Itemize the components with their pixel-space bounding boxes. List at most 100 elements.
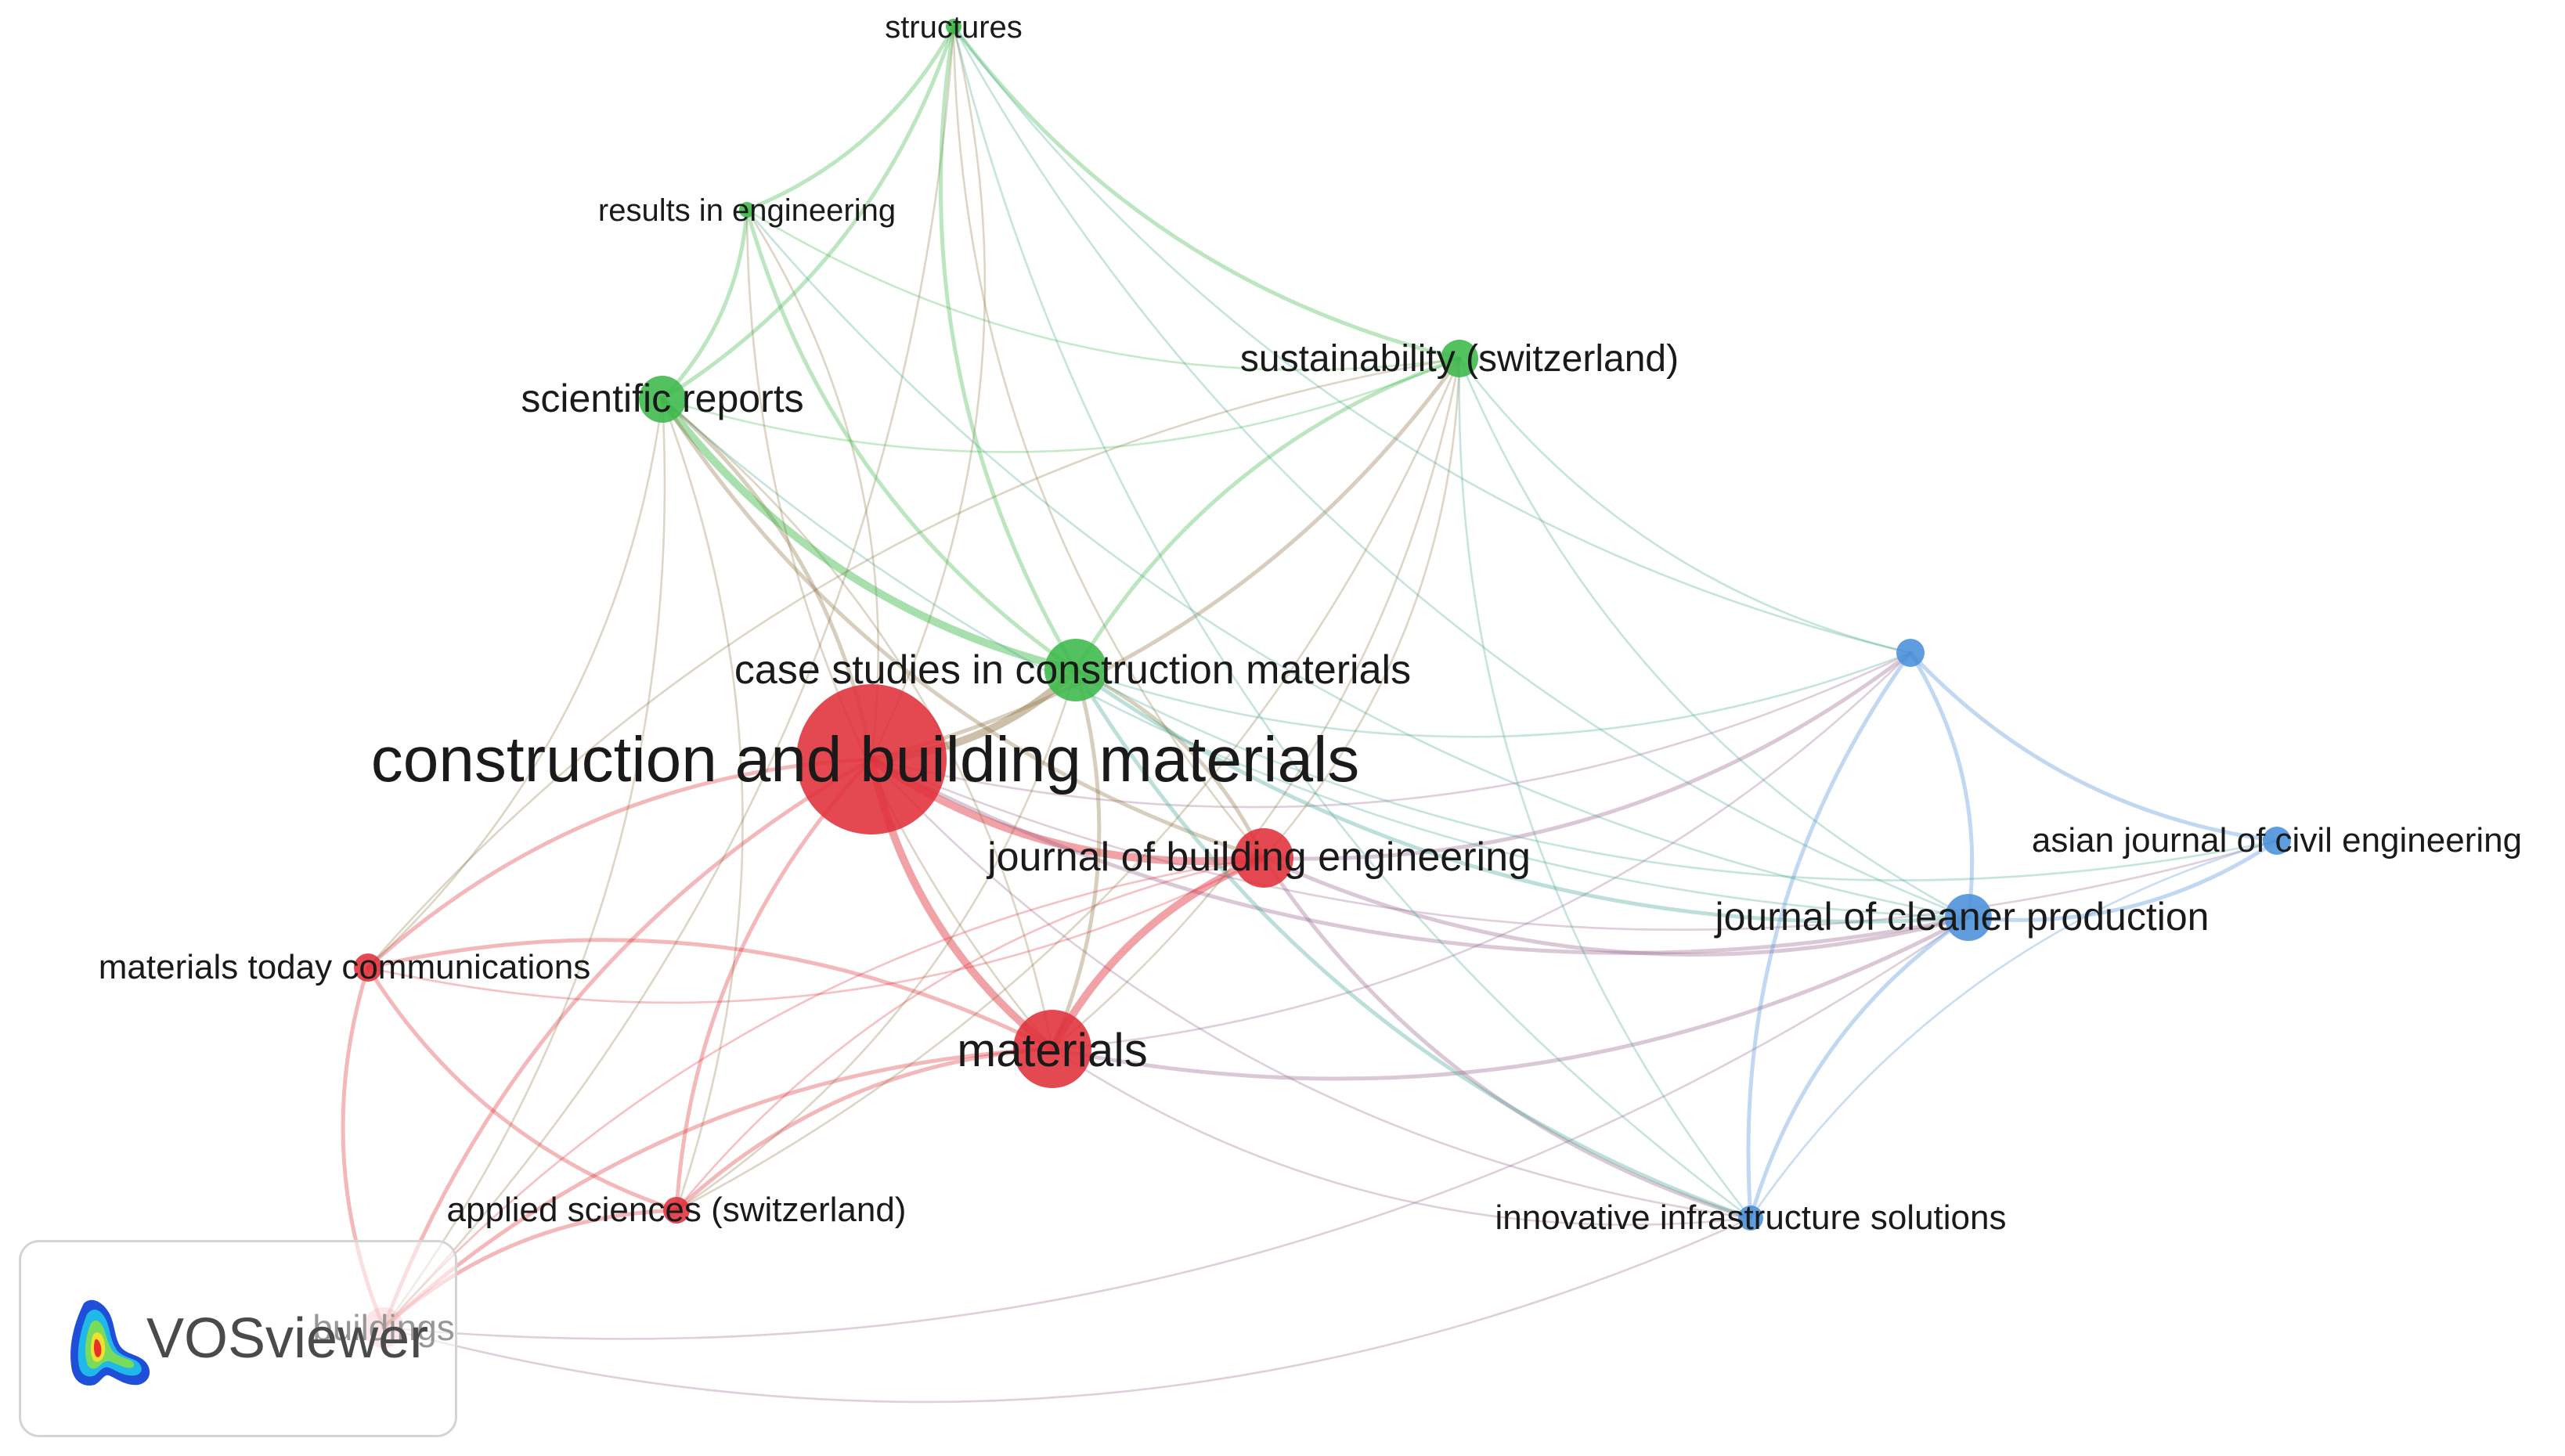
network-edge bbox=[870, 651, 1912, 809]
network-edge bbox=[745, 208, 879, 761]
network-edge bbox=[661, 398, 1054, 1051]
network-edge bbox=[675, 357, 1461, 1212]
network-edge bbox=[1074, 651, 1912, 738]
network-edge bbox=[382, 1216, 1752, 1404]
network-edge bbox=[382, 916, 1970, 1340]
vosviewer-brand-box: VOSviewer bbox=[19, 1240, 457, 1437]
network-edge bbox=[675, 669, 1077, 1212]
network-node-label: materials bbox=[957, 1024, 1147, 1076]
network-edge bbox=[382, 856, 1265, 1329]
network-edge bbox=[366, 398, 664, 969]
network-edge bbox=[870, 758, 1752, 1220]
network-node[interactable] bbox=[1013, 1010, 1091, 1088]
network-edge bbox=[951, 24, 1462, 361]
network-edge bbox=[1050, 915, 1971, 1081]
network-edge bbox=[1458, 357, 1752, 1220]
network-node[interactable] bbox=[1945, 894, 1992, 941]
network-edge bbox=[1073, 668, 1971, 924]
network-node[interactable] bbox=[1044, 639, 1107, 701]
network-node-label: scientific reports bbox=[521, 377, 803, 420]
network-node[interactable] bbox=[946, 19, 961, 34]
network-node-label: asian journal of civil engineering bbox=[2032, 821, 2522, 860]
network-edge bbox=[870, 758, 2278, 931]
network-edge bbox=[745, 24, 956, 212]
network-edge bbox=[1748, 915, 1971, 1220]
network-edge bbox=[745, 208, 1461, 371]
network-edge bbox=[381, 1047, 1055, 1330]
network-edge bbox=[1048, 854, 1268, 1053]
network-edges bbox=[341, 24, 2279, 1404]
network-edge bbox=[870, 25, 987, 761]
network-edge bbox=[382, 398, 666, 1329]
network-edge bbox=[952, 25, 1752, 1220]
network-edge bbox=[1458, 357, 1912, 654]
network-edge bbox=[1074, 669, 2278, 881]
network-edge bbox=[660, 24, 956, 402]
network-node-label: journal of building engineering bbox=[986, 834, 1531, 880]
network-edge bbox=[1051, 1047, 1752, 1226]
network-edge bbox=[366, 357, 1461, 969]
network-node-label: structures bbox=[885, 10, 1023, 45]
network-edge bbox=[1261, 856, 1971, 957]
network-edge bbox=[869, 757, 1971, 955]
network-edge bbox=[661, 398, 744, 1212]
network-edge bbox=[745, 208, 1970, 919]
network-edge bbox=[1262, 357, 1461, 860]
network-node[interactable] bbox=[354, 953, 382, 982]
network-nodes bbox=[354, 19, 2291, 1348]
network-edge bbox=[952, 25, 1265, 860]
network-edge bbox=[745, 207, 1078, 672]
network-edge bbox=[660, 397, 1266, 860]
network-edge bbox=[661, 398, 1970, 919]
network-node-label: journal of cleaner production bbox=[1714, 895, 2210, 939]
network-edge bbox=[1051, 357, 1461, 1051]
network-edge bbox=[1261, 651, 1913, 861]
network-node[interactable] bbox=[1441, 340, 1478, 377]
network-edge bbox=[1051, 651, 1912, 1051]
network-node[interactable] bbox=[2263, 827, 2291, 855]
network-edge bbox=[366, 757, 874, 970]
network-node-label: results in engineering bbox=[598, 193, 896, 228]
network-node-label: construction and building materials bbox=[371, 724, 1360, 795]
network-node-label: case studies in construction materials bbox=[734, 647, 1411, 693]
network-node-label: innovative infrastructure solutions bbox=[1495, 1198, 2007, 1237]
vosviewer-brand-name: VOSviewer bbox=[146, 1307, 429, 1370]
network-edge bbox=[1908, 651, 1975, 920]
network-edge bbox=[366, 965, 679, 1213]
network-labels: construction and building materials case … bbox=[99, 10, 2522, 1348]
network-edge bbox=[938, 24, 1078, 672]
network-edge bbox=[952, 25, 1970, 919]
network-node[interactable] bbox=[1234, 828, 1293, 888]
network-edge bbox=[661, 357, 1461, 453]
network-node[interactable] bbox=[1896, 639, 1925, 667]
network-edge bbox=[1050, 668, 1102, 1051]
network-edge bbox=[366, 938, 1055, 1051]
network-edge bbox=[381, 757, 874, 1330]
network-node[interactable] bbox=[796, 684, 947, 834]
network-edge bbox=[1746, 651, 1913, 1220]
network-edge bbox=[660, 207, 749, 402]
vosviewer-logo-icon bbox=[70, 1299, 150, 1386]
network-edge bbox=[1261, 856, 1753, 1220]
network-edge bbox=[674, 1047, 1055, 1213]
network-edge bbox=[675, 856, 1265, 1212]
network-edge bbox=[366, 856, 1265, 1004]
network-edge bbox=[1073, 668, 1266, 860]
network-edge bbox=[1458, 357, 1970, 919]
network-node[interactable] bbox=[739, 202, 755, 218]
network-edge bbox=[1749, 839, 2278, 1220]
network-edge bbox=[658, 395, 1080, 674]
network-node-label: applied sciences (switzerland) bbox=[447, 1191, 907, 1229]
network-edge bbox=[382, 25, 955, 1329]
network-edge bbox=[1966, 838, 2279, 922]
network-node-label: materials today communications bbox=[99, 948, 590, 986]
network-node[interactable] bbox=[1738, 1206, 1763, 1231]
network-node[interactable] bbox=[663, 1197, 690, 1224]
network-edge bbox=[1073, 668, 1753, 1220]
network-edge bbox=[1908, 651, 2279, 843]
network-edge bbox=[1073, 356, 1462, 672]
network-node[interactable] bbox=[639, 376, 686, 423]
network-node-label: sustainability (switzerland) bbox=[1240, 338, 1679, 380]
